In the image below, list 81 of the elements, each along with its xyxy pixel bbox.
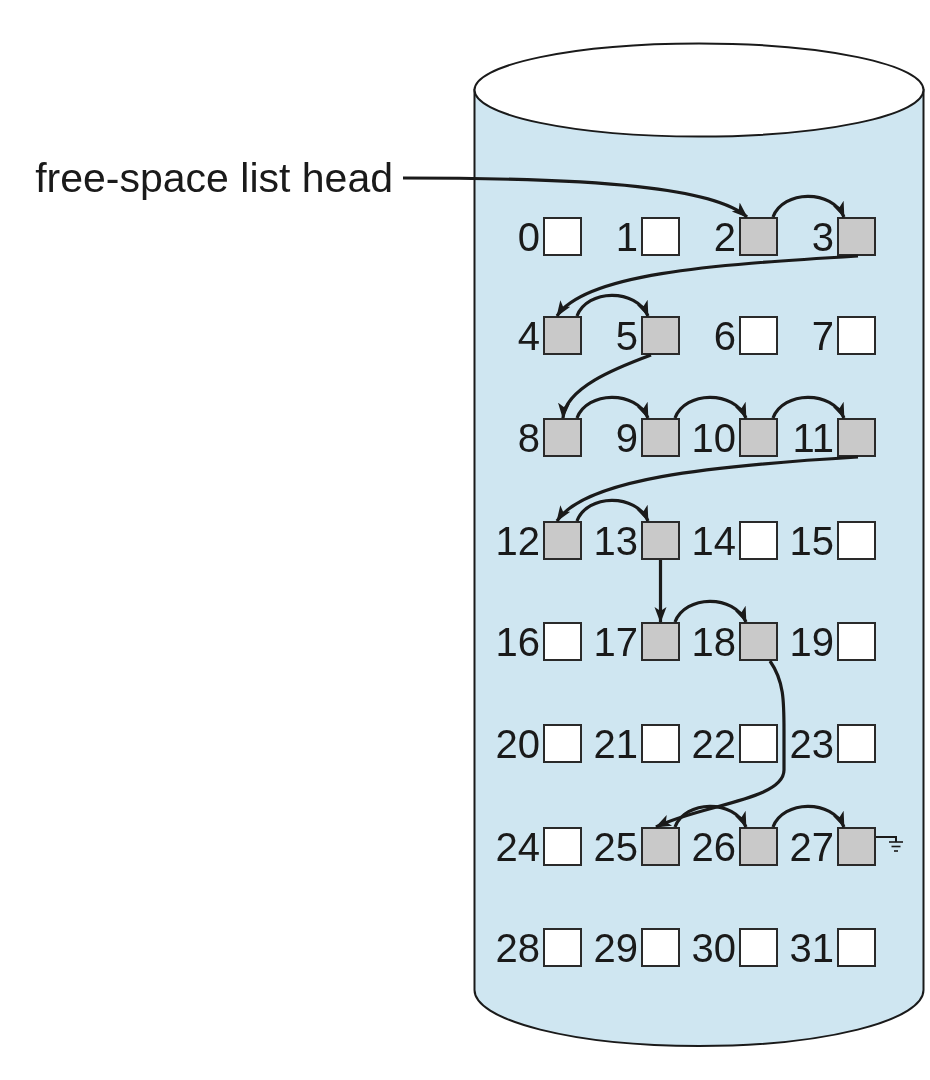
disk-block [837, 827, 876, 866]
block-number: 25 [593, 826, 638, 867]
arrow [555, 254, 859, 318]
block-number: 16 [495, 621, 540, 662]
arrow [575, 498, 650, 522]
block-number: 12 [495, 520, 540, 561]
disk-block [641, 217, 680, 256]
disk-block [739, 622, 778, 661]
block-number: 10 [691, 417, 736, 458]
block-number: 17 [593, 621, 638, 662]
disk-block [739, 418, 778, 457]
block-number: 6 [713, 315, 736, 356]
block-number: 22 [691, 723, 736, 764]
disk-block [739, 217, 778, 256]
block-number: 27 [789, 826, 834, 867]
disk-block [739, 316, 778, 355]
disk-block [837, 622, 876, 661]
list-head-label: free-space list head [35, 157, 403, 199]
arrow [575, 293, 650, 317]
null-terminator-line [875, 836, 903, 852]
arrow [673, 804, 748, 828]
block-number: 8 [517, 417, 540, 458]
disk-block [641, 418, 680, 457]
disk-block [837, 316, 876, 355]
block-number: 7 [811, 315, 834, 356]
disk-block [739, 928, 778, 967]
arrow [771, 804, 846, 828]
disk-block [739, 827, 778, 866]
disk-block [543, 418, 582, 457]
disk-block [641, 622, 680, 661]
block-number: 9 [615, 417, 638, 458]
disk-block [543, 622, 582, 661]
block-number: 18 [691, 621, 736, 662]
disk-block [837, 521, 876, 560]
block-number: 2 [713, 216, 736, 257]
block-number: 30 [691, 927, 736, 968]
block-number: 31 [789, 927, 834, 968]
block-number: 23 [789, 723, 834, 764]
block-number: 15 [789, 520, 834, 561]
disk-block [739, 724, 778, 763]
block-number: 24 [495, 826, 540, 867]
arrow [555, 455, 859, 523]
arrow [771, 395, 846, 419]
block-number: 5 [615, 315, 638, 356]
block-number: 3 [811, 216, 834, 257]
disk-block [837, 217, 876, 256]
disk-block [641, 724, 680, 763]
arrow [403, 176, 748, 219]
arrow [575, 395, 650, 419]
disk-block [641, 928, 680, 967]
disk-block [543, 928, 582, 967]
block-number: 0 [517, 216, 540, 257]
block-number: 26 [691, 826, 736, 867]
disk-block [837, 418, 876, 457]
arrow [673, 395, 748, 419]
block-number: 4 [517, 315, 540, 356]
disk-block [543, 316, 582, 355]
block-number: 1 [615, 216, 638, 257]
disk-block [641, 521, 680, 560]
disk-block [739, 521, 778, 560]
block-number: 28 [495, 927, 540, 968]
disk-block [543, 521, 582, 560]
disk-block [641, 827, 680, 866]
block-number: 13 [593, 520, 638, 561]
block-number: 21 [593, 723, 638, 764]
arrow [654, 560, 667, 623]
arrow [655, 660, 786, 829]
disk-block [543, 827, 582, 866]
disk-block [837, 724, 876, 763]
disk-block [543, 724, 582, 763]
arrow [560, 353, 652, 419]
arrow [673, 599, 748, 623]
block-number: 20 [495, 723, 540, 764]
arrow [771, 194, 846, 218]
block-number: 11 [792, 417, 834, 458]
disk-block [837, 928, 876, 967]
disk-block [543, 217, 582, 256]
block-number: 19 [789, 621, 834, 662]
block-number: 29 [593, 927, 638, 968]
block-number: 14 [691, 520, 736, 561]
disk-block [641, 316, 680, 355]
